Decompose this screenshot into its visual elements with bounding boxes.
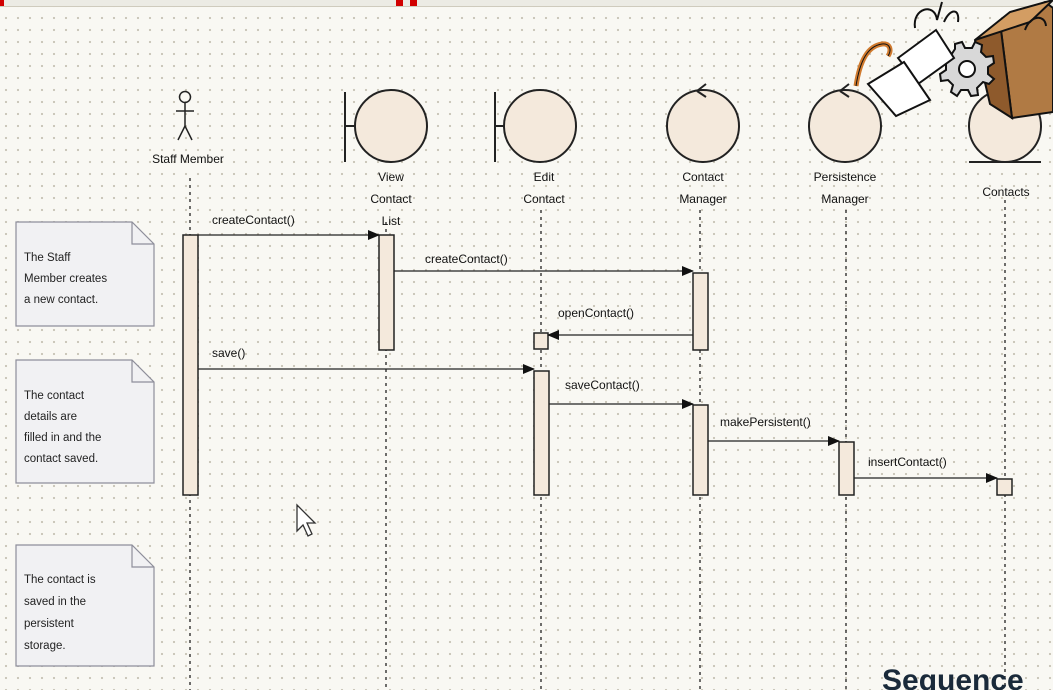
control-persistence-manager: [809, 84, 881, 162]
lifeline-label-view-1: View: [378, 170, 404, 184]
lifeline-label-edit-1: Edit: [534, 170, 555, 184]
lifeline-label-contacts: Contacts: [982, 185, 1029, 199]
mouse-cursor-icon: [297, 505, 315, 536]
clipart-decoration: [856, 0, 1053, 118]
note-3-line-1: The contact is: [24, 574, 96, 586]
note-3-line-2: saved in the: [24, 596, 86, 608]
lifeline-lines: [190, 178, 1005, 690]
note-2-line-2: details are: [24, 411, 77, 423]
note-2: The contact details are filled in and th…: [16, 360, 154, 483]
actor-staff-member: [176, 92, 194, 141]
note-1-line-1: The Staff: [24, 252, 71, 264]
slide-title-partial: Sequence: [882, 664, 1024, 690]
control-contact-manager: [667, 84, 739, 162]
activation-edit: [534, 371, 549, 495]
boundary-view-contact-list: [345, 90, 427, 162]
note-3-line-4: storage.: [24, 640, 66, 652]
activation-staff: [183, 235, 198, 495]
note-3-line-3: persistent: [24, 618, 75, 630]
lifeline-label-pmgr-2: Manager: [821, 192, 868, 206]
note-2-line-4: contact saved.: [24, 453, 98, 465]
message-label-2: openContact(): [558, 306, 634, 320]
lifeline-label-pmgr-1: Persistence: [814, 170, 877, 184]
activation-edit-small: [534, 333, 548, 349]
message-label-0: createContact(): [212, 213, 295, 227]
activation-contacts: [997, 479, 1012, 495]
message-label-6: insertContact(): [868, 455, 947, 469]
note-3: The contact is saved in the persistent s…: [16, 545, 154, 666]
lifeline-label-view-3: List: [382, 214, 401, 228]
activation-pmgr: [839, 442, 854, 495]
note-1: The Staff Member creates a new contact.: [16, 222, 154, 326]
lifeline-label-edit-2: Contact: [523, 192, 565, 206]
message-arrows: [198, 235, 997, 478]
activation-cmgr-1: [693, 273, 708, 350]
activation-view: [379, 235, 394, 350]
message-labels: createContact() createContact() openCont…: [212, 213, 947, 469]
note-2-line-1: The contact: [24, 390, 85, 402]
lifeline-label-staff: Staff Member: [152, 152, 224, 166]
message-label-5: makePersistent(): [720, 415, 811, 429]
message-label-4: saveContact(): [565, 378, 640, 392]
message-label-3: save(): [212, 346, 245, 360]
note-1-line-2: Member creates: [24, 273, 107, 285]
scribble-icon: [915, 2, 959, 28]
lifeline-label-cmgr-1: Contact: [682, 170, 724, 184]
note-2-line-3: filled in and the: [24, 432, 101, 444]
boundary-edit-contact: [495, 90, 576, 162]
lifeline-label-view-2: Contact: [370, 192, 412, 206]
lifeline-label-cmgr-2: Manager: [679, 192, 726, 206]
message-label-1: createContact(): [425, 252, 508, 266]
activation-cmgr-2: [693, 405, 708, 495]
note-1-line-3: a new contact.: [24, 294, 98, 306]
